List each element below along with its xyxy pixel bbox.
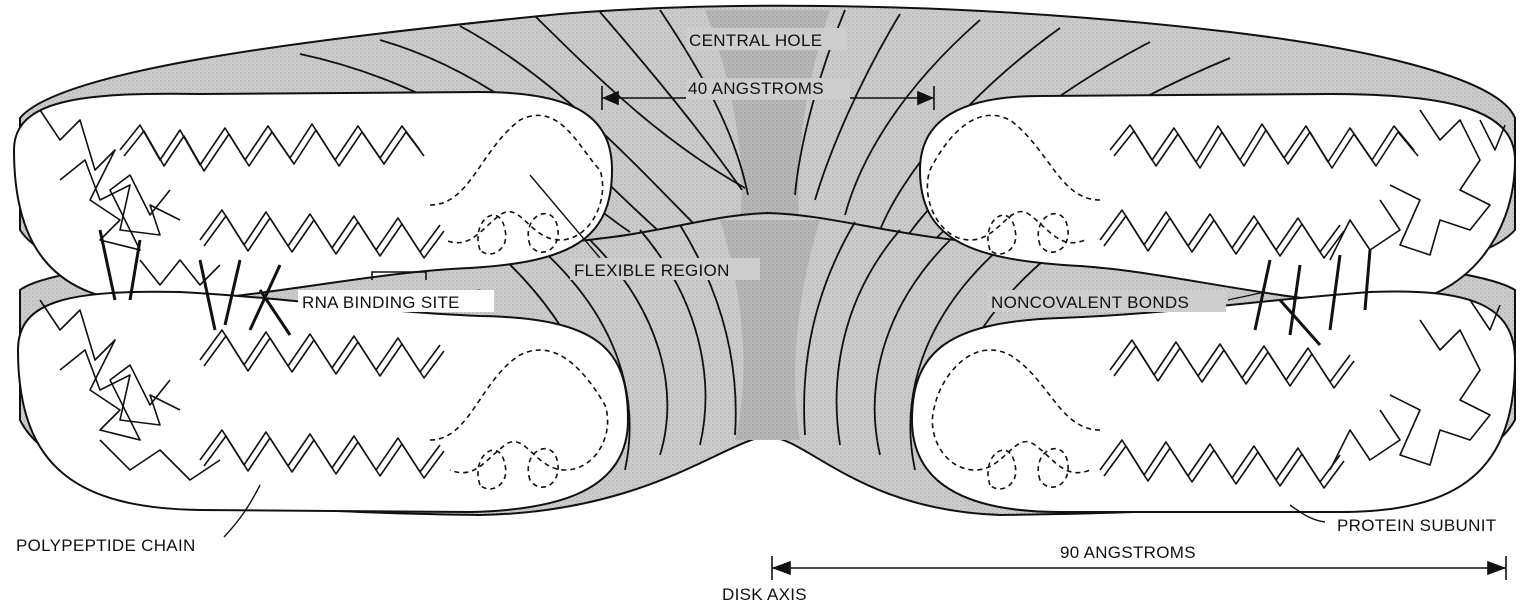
radius-90-label: 90 ANGSTROMS — [1060, 543, 1196, 562]
central-hole-label: CENTRAL HOLE — [689, 31, 822, 50]
subunit-bottom-left — [18, 292, 628, 512]
disk-axis-label: DISK AXIS — [722, 585, 807, 604]
width-40-label: 40 ANGSTROMS — [688, 79, 824, 98]
polypeptide-chain-label: POLYPEPTIDE CHAIN — [16, 536, 196, 555]
protein-subunit-label: PROTEIN SUBUNIT — [1337, 516, 1496, 535]
flexible-region-label: FLEXIBLE REGION — [574, 261, 730, 280]
rna-binding-site-label: RNA BINDING SITE — [302, 293, 460, 312]
subunit-bottom-right — [912, 291, 1515, 512]
noncovalent-bonds-label: NONCOVALENT BONDS — [991, 293, 1189, 312]
